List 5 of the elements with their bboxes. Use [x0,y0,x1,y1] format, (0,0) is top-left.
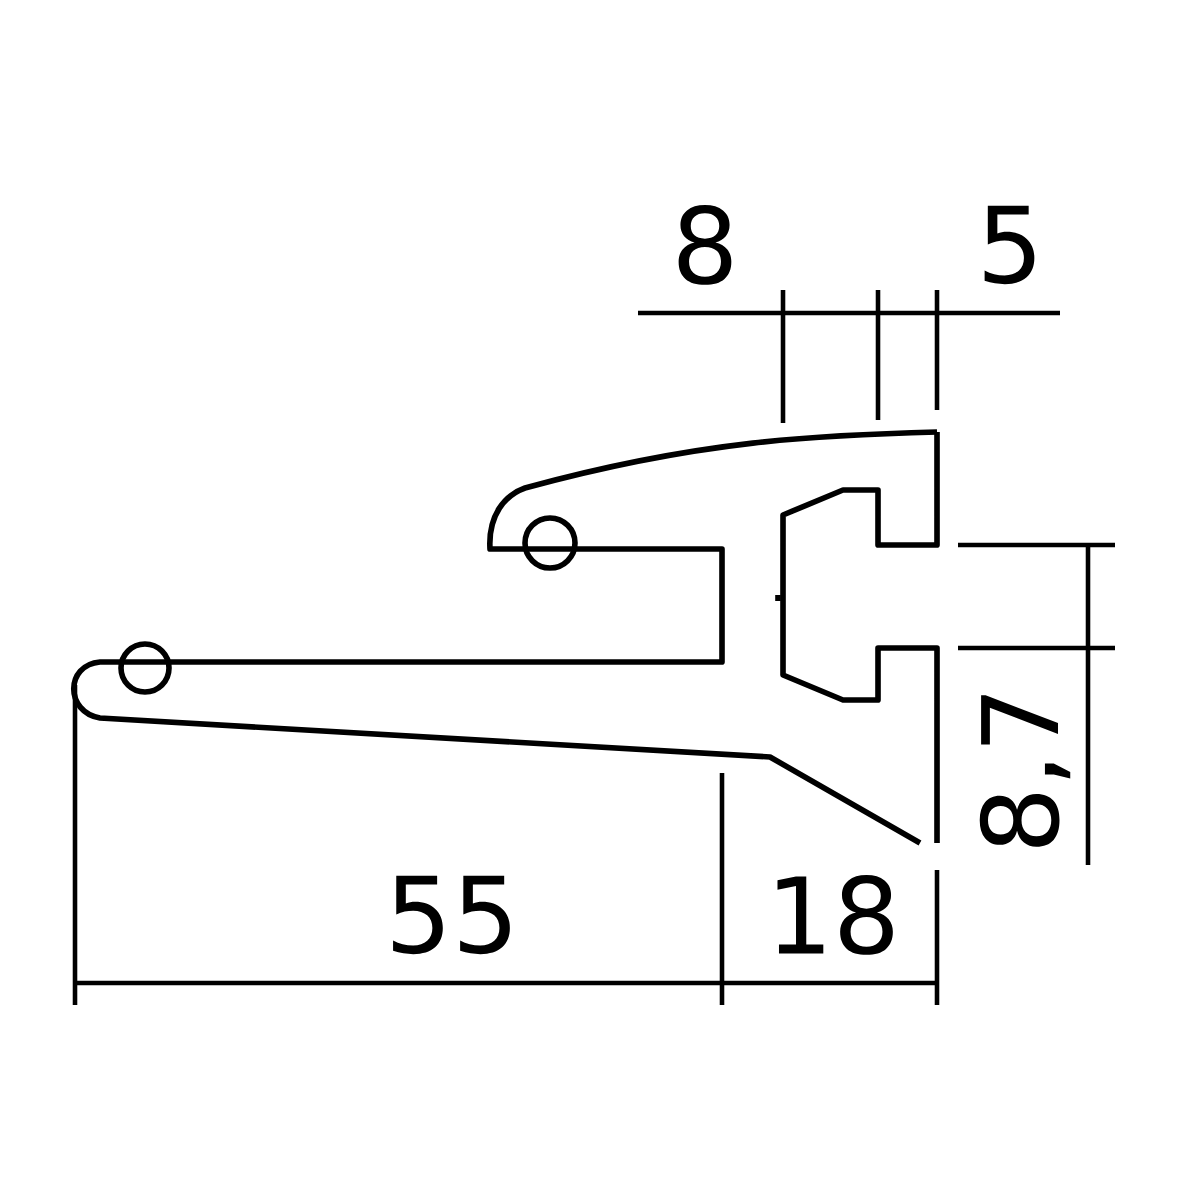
dimension-label: 55 [393,875,510,955]
dimension-label: 18 [777,875,893,955]
dimension-label: 5 [984,205,1035,285]
dimension-label: 8,7 [979,695,1071,847]
dimension-label: 8 [678,205,732,285]
